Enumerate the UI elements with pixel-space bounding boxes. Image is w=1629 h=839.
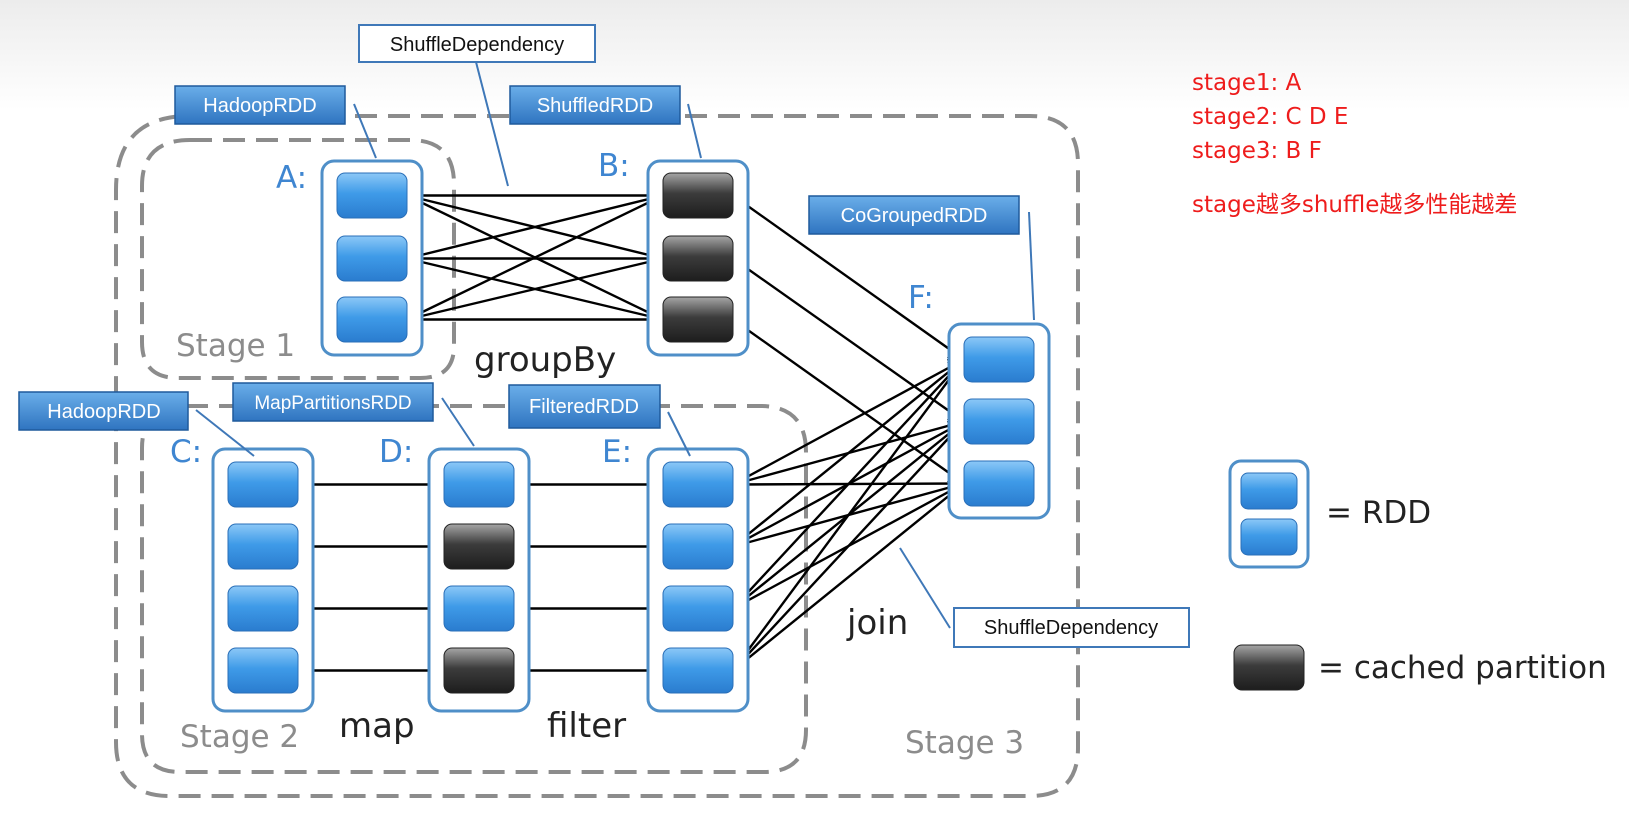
callout-line-shuffled [687, 103, 702, 159]
arrow-e4-f3 [732, 482, 966, 672]
hadoop-top-label: HadoopRDD [203, 95, 316, 117]
mappartitions-label: MapPartitionsRDD [254, 393, 411, 414]
callout-line-filtered [667, 411, 691, 457]
partition-f-2 [963, 398, 1035, 445]
partition-f-1 [963, 336, 1035, 383]
dependency-arrows [298, 187, 966, 679]
callout-line-mappartitions [441, 397, 475, 447]
stage-3-label: Stage 3 [905, 725, 1024, 761]
rdd-d-container [427, 447, 531, 713]
dependency-boxes [358, 24, 1190, 648]
rdd-e-container [646, 447, 750, 713]
partition-a-3 [336, 296, 408, 343]
stage-1-outline [140, 138, 456, 380]
partition-e-3 [662, 585, 734, 632]
arrow-a3-b2 [406, 253, 665, 321]
op-filter: filter [547, 706, 626, 746]
shuffled-box [509, 85, 681, 125]
partition-f-3 [963, 460, 1035, 507]
class-label-boxes [18, 85, 1020, 431]
legend-cached-text: = cached partition [1318, 650, 1607, 686]
partitions [227, 172, 1298, 694]
note-summary: stage越多shuffle越多性能越差 [1192, 192, 1518, 218]
callout-lines [195, 61, 1035, 629]
partition-c-4 [227, 647, 299, 694]
partition-b-1 [662, 172, 734, 219]
hadoop-left-label: HadoopRDD [47, 401, 160, 423]
rdd-e-name: E: [602, 434, 632, 470]
partition-e-1 [662, 461, 734, 508]
rdd-b-name: B: [598, 148, 630, 184]
arrow-a3-b1 [406, 194, 665, 321]
shuffle-dep-join-box [953, 607, 1190, 648]
partition-c-1 [227, 461, 299, 508]
partition-b-3 [662, 296, 734, 343]
shuffle-dep-join-label: ShuffleDependency [984, 617, 1158, 639]
cogrouped-label: CoGroupedRDD [841, 205, 988, 227]
arrow-e4-f2 [732, 420, 966, 672]
callout-line-shuffle-dep-top [475, 61, 509, 187]
note-stage1: stage1: A [1192, 70, 1302, 96]
hadoop-top-box [174, 85, 346, 125]
filtered-label: FilteredRDD [529, 396, 639, 418]
hadoop-left-box [18, 391, 189, 431]
arrow-e3-f1 [732, 358, 966, 610]
op-map: map [339, 706, 415, 746]
callout-line-hadoop-left [195, 409, 255, 457]
stage-outlines [114, 114, 1080, 798]
partition-a-1 [336, 172, 408, 219]
partition-a-2 [336, 235, 408, 282]
rdd-c-container [211, 447, 315, 713]
partition-d-1 [443, 461, 515, 508]
partition-c-3 [227, 585, 299, 632]
shuffle-dep-top-label: ShuffleDependency [390, 34, 564, 56]
stage-1-label: Stage 1 [176, 328, 295, 364]
mappartitions-box [232, 382, 434, 422]
partition-e-2 [662, 523, 734, 570]
filtered-box [508, 384, 661, 429]
partition-b-2 [662, 235, 734, 282]
rdd-f-name: F: [908, 280, 934, 316]
partition-c-2 [227, 523, 299, 570]
partition-e-4 [662, 647, 734, 694]
partition-d-2 [443, 523, 515, 570]
shuffle-dep-top-box [358, 24, 596, 63]
op-groupby: groupBy [474, 340, 616, 380]
arrow-e2-f1 [732, 358, 966, 548]
cogrouped-box [808, 195, 1020, 235]
legend-rdd-text: = RDD [1326, 495, 1431, 531]
legend-rdd-partition-1 [1240, 472, 1298, 510]
arrow-e1-f1 [732, 358, 966, 486]
arrow-b3-f3 [732, 318, 966, 485]
partition-d-4 [443, 647, 515, 694]
stage-2-outline [140, 404, 808, 774]
callout-line-hadoop-top [353, 103, 377, 159]
arrow-b2-f2 [732, 257, 966, 423]
legend-cached-partition [1233, 644, 1305, 691]
rdd-a-name: A: [276, 160, 307, 196]
note-stage3: stage3: B F [1192, 138, 1322, 164]
arrow-a2-b1 [406, 190, 665, 260]
legend-rdd-partition-2 [1240, 518, 1298, 556]
arrow-e4-f1 [732, 358, 966, 672]
rdd-c-name: C: [170, 434, 202, 470]
stage-3-outline [114, 114, 1080, 798]
arrow-b1-f1 [732, 194, 966, 361]
rdd-d-name: D: [379, 434, 413, 470]
callout-line-cogrouped [1028, 211, 1035, 321]
stage-2-label: Stage 2 [180, 719, 299, 755]
note-stage2: stage2: C D E [1192, 104, 1349, 130]
stage-notes: stage1: A stage2: C D E stage3: B F stag… [1192, 66, 1517, 222]
callout-line-shuffle-dep-join [899, 547, 951, 629]
op-join: join [846, 603, 908, 643]
shuffled-label: ShuffledRDD [537, 95, 653, 117]
partition-d-3 [443, 585, 515, 632]
